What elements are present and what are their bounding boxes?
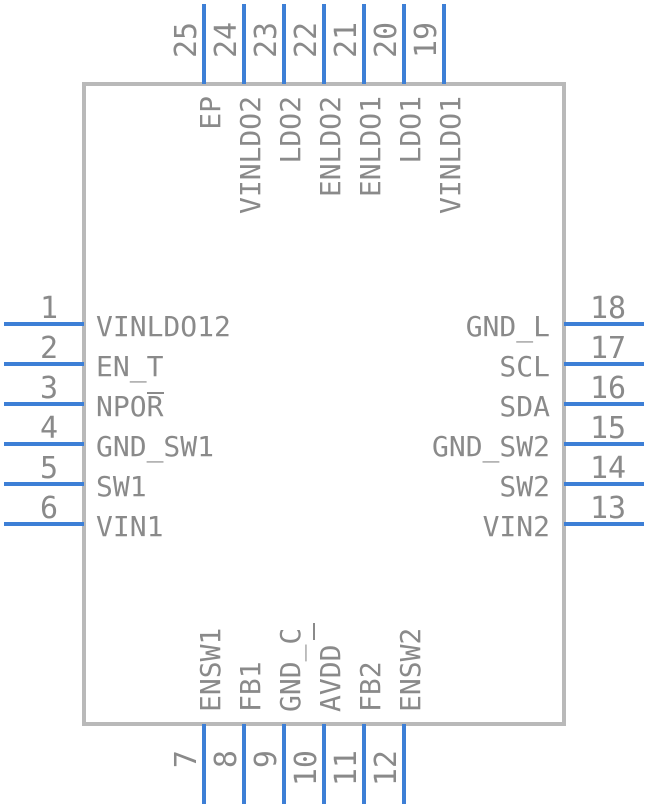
pin-22-number: 22 xyxy=(289,22,324,58)
pin-14-number: 14 xyxy=(590,451,626,486)
pin-10-number: 10 xyxy=(289,750,324,786)
pin-15-number: 15 xyxy=(590,411,626,446)
pin-1-number: 1 xyxy=(40,291,58,326)
pin-8-number: 8 xyxy=(209,750,244,768)
pin-25-number: 25 xyxy=(169,22,204,58)
pin-label-sw1: SW1 xyxy=(96,470,147,503)
pin-3-number: 3 xyxy=(40,371,58,406)
pin-label-enldo1: ENLDO1 xyxy=(354,96,387,197)
pin-13-number: 13 xyxy=(590,491,626,526)
pin-label-gnd-l: GND_L xyxy=(466,310,550,344)
pin-label-ep: EP xyxy=(194,96,227,130)
pin-4-number: 4 xyxy=(40,411,58,446)
pin-label-en-t: EN_T xyxy=(96,350,164,384)
pin-24-number: 24 xyxy=(209,22,244,58)
pin-21-number: 21 xyxy=(329,22,364,58)
pin-label-gnd-c: GND_C xyxy=(274,628,308,712)
pin-9-number: 9 xyxy=(249,750,284,768)
pin-label-ldo1: LDO1 xyxy=(394,96,427,163)
pin-label-vinldo1: VINLDO1 xyxy=(434,96,467,214)
pin-label-avdd: AVDD xyxy=(314,645,347,712)
pin-17-number: 17 xyxy=(590,331,626,366)
pin-label-gnd-sw1: GND_SW1 xyxy=(96,430,214,464)
pin-label-enldo2: ENLDO2 xyxy=(314,96,347,197)
pin-5-number: 5 xyxy=(40,451,58,486)
ic-body xyxy=(82,82,566,726)
pin-label-ensw2: ENSW2 xyxy=(394,628,427,712)
pin-label-fb1: FB1 xyxy=(234,661,267,712)
pin-label-sw2: SW2 xyxy=(499,470,550,503)
pin-23-number: 23 xyxy=(249,22,284,58)
pin-19-number: 19 xyxy=(409,22,444,58)
pin-20-number: 20 xyxy=(369,22,404,58)
pin-label-sda: SDA xyxy=(499,390,550,423)
pin-2-number: 2 xyxy=(40,331,58,366)
pin-6-number: 6 xyxy=(40,491,58,526)
pin-7-number: 7 xyxy=(169,750,204,768)
pin-label-gnd-sw2: GND_SW2 xyxy=(432,430,550,464)
pin-label-vin2: VIN2 xyxy=(483,510,550,543)
pin-18-number: 18 xyxy=(590,291,626,326)
pin-label-scl: SCL xyxy=(499,350,550,383)
pin-label-fb2: FB2 xyxy=(354,661,387,712)
pin-label-ldo2: LDO2 xyxy=(274,96,307,163)
pin-16-number: 16 xyxy=(590,371,626,406)
pin-label-npor: NPOR xyxy=(96,390,164,423)
pin-12-number: 12 xyxy=(369,750,404,786)
pin-11-number: 11 xyxy=(329,750,364,786)
pin-group: 25EP24VINLDO223LDO222ENLDO221ENLDO120LDO… xyxy=(4,4,644,804)
pin-label-vinldo2: VINLDO2 xyxy=(234,96,267,214)
pin-label-ensw1: ENSW1 xyxy=(194,628,227,712)
pin-label-vinldo12: VINLDO12 xyxy=(96,310,231,343)
pin-label-vin1: VIN1 xyxy=(96,510,163,543)
